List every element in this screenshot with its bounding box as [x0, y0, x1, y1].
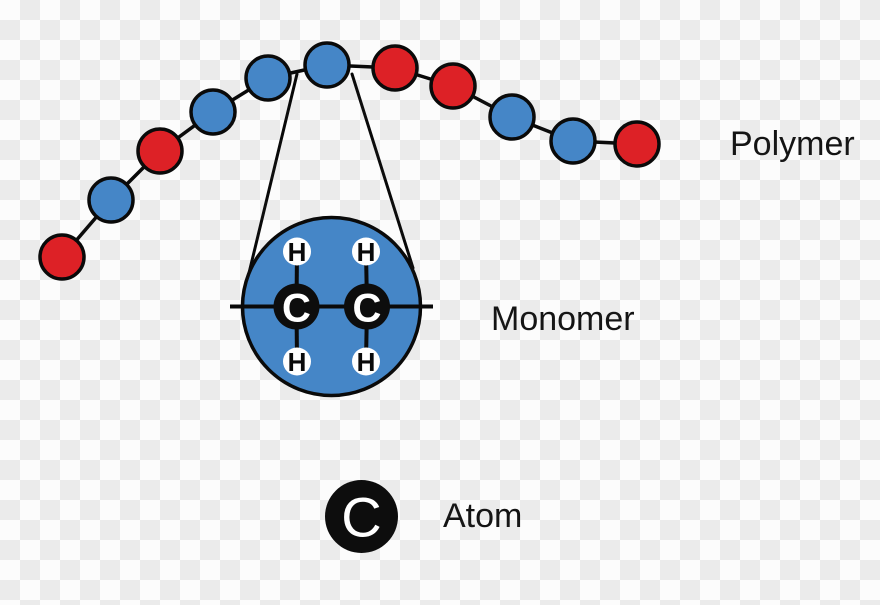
- hydrogen-symbol: H: [357, 347, 376, 377]
- chain-node-8-red: [429, 62, 477, 110]
- hydrogen-symbol: H: [288, 237, 307, 267]
- chain-node-6-blue: [303, 41, 351, 89]
- atom-diagram: C: [325, 480, 398, 553]
- magnifier-line: [247, 72, 299, 275]
- chain-node-1-red: [38, 233, 86, 281]
- hydrogen-atom-circle: [352, 237, 380, 266]
- atom-carbon-symbol: C: [341, 486, 381, 549]
- hydrogen-atom-circle: [283, 237, 311, 266]
- monomer-label: Monomer: [491, 300, 635, 338]
- hydrogen-symbol: H: [357, 237, 376, 267]
- carbon-atom-circle: [344, 283, 390, 330]
- polymer-chain: [38, 41, 661, 281]
- carbon-symbol: C: [353, 287, 382, 331]
- chain-node-11-red: [613, 120, 661, 168]
- carbon-symbol: C: [282, 287, 311, 331]
- hydrogen-atom-circle: [283, 347, 311, 376]
- chain-node-9-blue: [488, 93, 536, 141]
- chain-node-7-red: [371, 44, 419, 92]
- chain-node-5-blue: [244, 54, 292, 102]
- chain-node-4-blue: [189, 88, 237, 136]
- hydrogen-symbol: H: [288, 347, 307, 377]
- magnifier-lines: [247, 72, 415, 275]
- chain-node-3-red: [136, 127, 184, 175]
- chain-node-10-blue: [549, 117, 597, 165]
- magnifier-line: [350, 72, 415, 270]
- atom-circle: [325, 480, 398, 553]
- polymer-label: Polymer: [730, 125, 855, 163]
- chain-node-2-blue: [87, 176, 135, 224]
- atom-label: Atom: [443, 497, 522, 535]
- hydrogen-atom-circle: [352, 347, 380, 376]
- carbon-atom-circle: [273, 283, 320, 330]
